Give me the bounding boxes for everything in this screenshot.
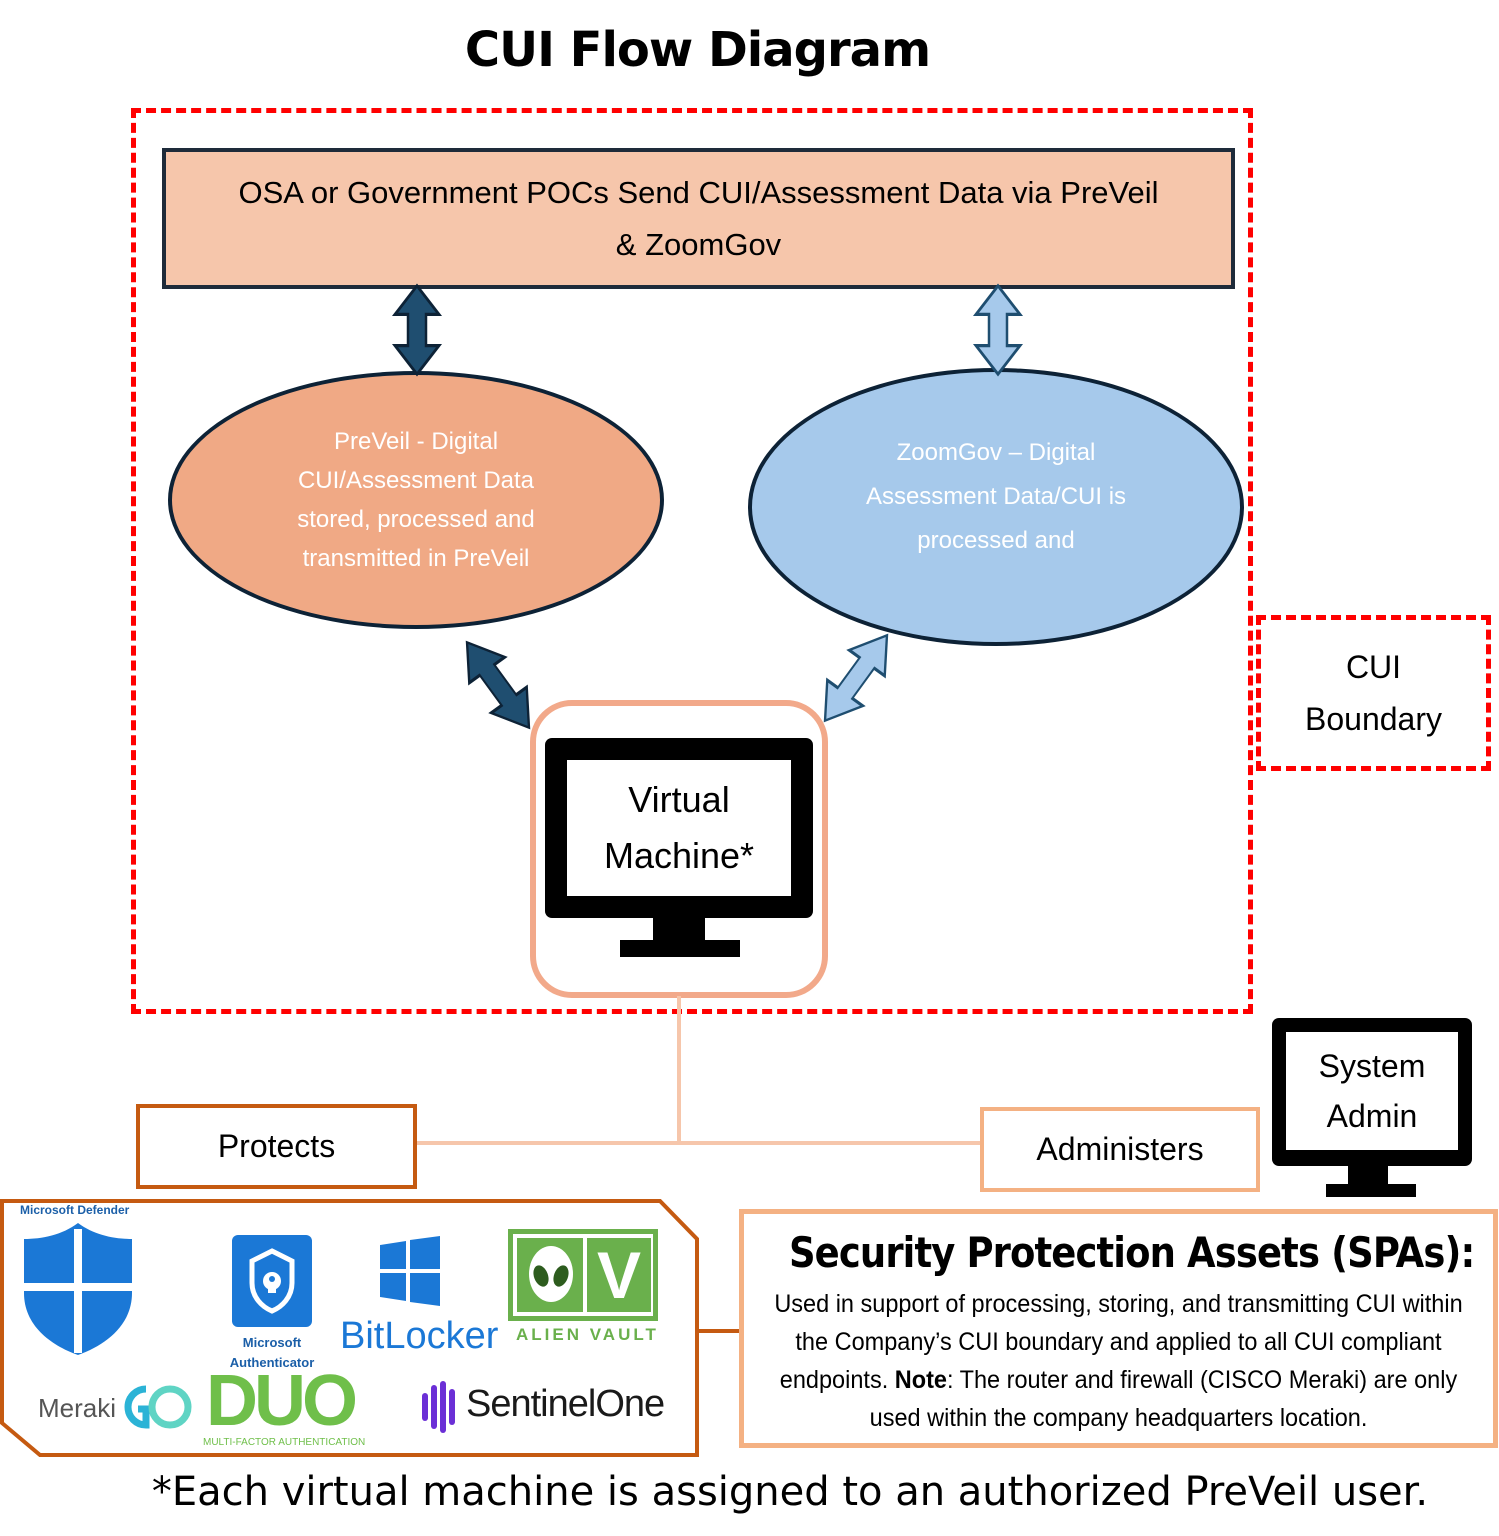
protects-label: Protects — [217, 1128, 336, 1164]
authenticator-icon — [232, 1235, 312, 1327]
connector-line — [417, 1141, 980, 1145]
cui-boundary-legend: CUI Boundary — [1256, 615, 1491, 771]
sentinelone-label: SentinelOne — [466, 1383, 665, 1425]
system-admin-label: System Admin — [1318, 1048, 1426, 1134]
sentinelone-icon — [422, 1381, 455, 1433]
cui-boundary-label: CUI Boundary — [1305, 649, 1442, 737]
protects-box: Protects — [136, 1104, 417, 1189]
alien-head-icon — [529, 1246, 573, 1302]
top-to-preveil-arrow — [393, 284, 441, 376]
administers-box: Administers — [980, 1107, 1260, 1192]
zoomgov-ellipse: ZoomGov – Digital Assessment Data/CUI is… — [748, 368, 1244, 646]
spa-description: Used in support of processing, storing, … — [766, 1285, 1470, 1437]
zoomgov-to-vm-arrow — [805, 621, 907, 735]
alienvault-logo: V — [508, 1229, 658, 1321]
cui-boundary-region — [131, 108, 1253, 1014]
lock-icon — [249, 1248, 295, 1314]
virtual-machine-monitor-icon: Virtual Machine* — [545, 738, 813, 918]
cui-source-box: OSA or Government POCs Send CUI/Assessme… — [162, 148, 1235, 289]
top-to-zoomgov-arrow — [974, 284, 1022, 376]
cui-source-text: OSA or Government POCs Send CUI/Assessme… — [238, 174, 1159, 262]
page-title: CUI Flow Diagram — [464, 22, 931, 78]
security-tools-panel: Microsoft Defender Microsoft Authenticat… — [0, 1197, 700, 1461]
connector-line — [695, 1329, 741, 1333]
zoomgov-ellipse-text: ZoomGov – Digital Assessment Data/CUI is… — [865, 439, 1127, 554]
windows-icon — [380, 1236, 440, 1306]
preveil-to-vm-arrow — [447, 628, 549, 742]
spa-note-label: Note — [894, 1366, 947, 1394]
spa-text-part: Used in support of processing, storing, … — [774, 1290, 1463, 1394]
duo-label: DUO — [206, 1361, 358, 1441]
defender-label: Microsoft Defender — [20, 1203, 130, 1217]
monitor-stand-icon — [1348, 1164, 1388, 1186]
duo-sublabel: MULTI-FACTOR AUTHENTICATION — [203, 1437, 366, 1448]
monitor-base-icon — [620, 940, 740, 957]
authenticator-label: Microsoft Authenticator — [229, 1335, 315, 1370]
alienvault-label: ALIEN VAULT — [516, 1325, 659, 1344]
spa-text-part: : The router and firewall (CISCO Meraki)… — [869, 1366, 1458, 1432]
v-letter-icon: V — [587, 1238, 651, 1312]
administers-label: Administers — [1036, 1131, 1204, 1167]
monitor-stand-icon — [653, 918, 705, 942]
preveil-ellipse-text: PreVeil - Digital CUI/Assessment Data st… — [297, 428, 535, 572]
footnote: *Each virtual machine is assigned to an … — [151, 1469, 1429, 1515]
monitor-base-icon — [1326, 1184, 1416, 1197]
spa-title: Security Protection Assets (SPAs): — [788, 1228, 1475, 1277]
bitlocker-label: BitLocker — [340, 1315, 499, 1357]
defender-shield-icon — [24, 1223, 132, 1355]
preveil-ellipse: PreVeil - Digital CUI/Assessment Data st… — [168, 371, 664, 629]
meraki-label: Meraki — [38, 1393, 117, 1423]
virtual-machine-label: Virtual Machine* — [603, 779, 755, 876]
meraki-go-icon — [124, 1385, 192, 1429]
connector-line — [677, 996, 681, 1142]
spa-description-box: Security Protection Assets (SPAs): Used … — [739, 1209, 1498, 1448]
system-admin-monitor-icon: System Admin — [1272, 1018, 1472, 1166]
